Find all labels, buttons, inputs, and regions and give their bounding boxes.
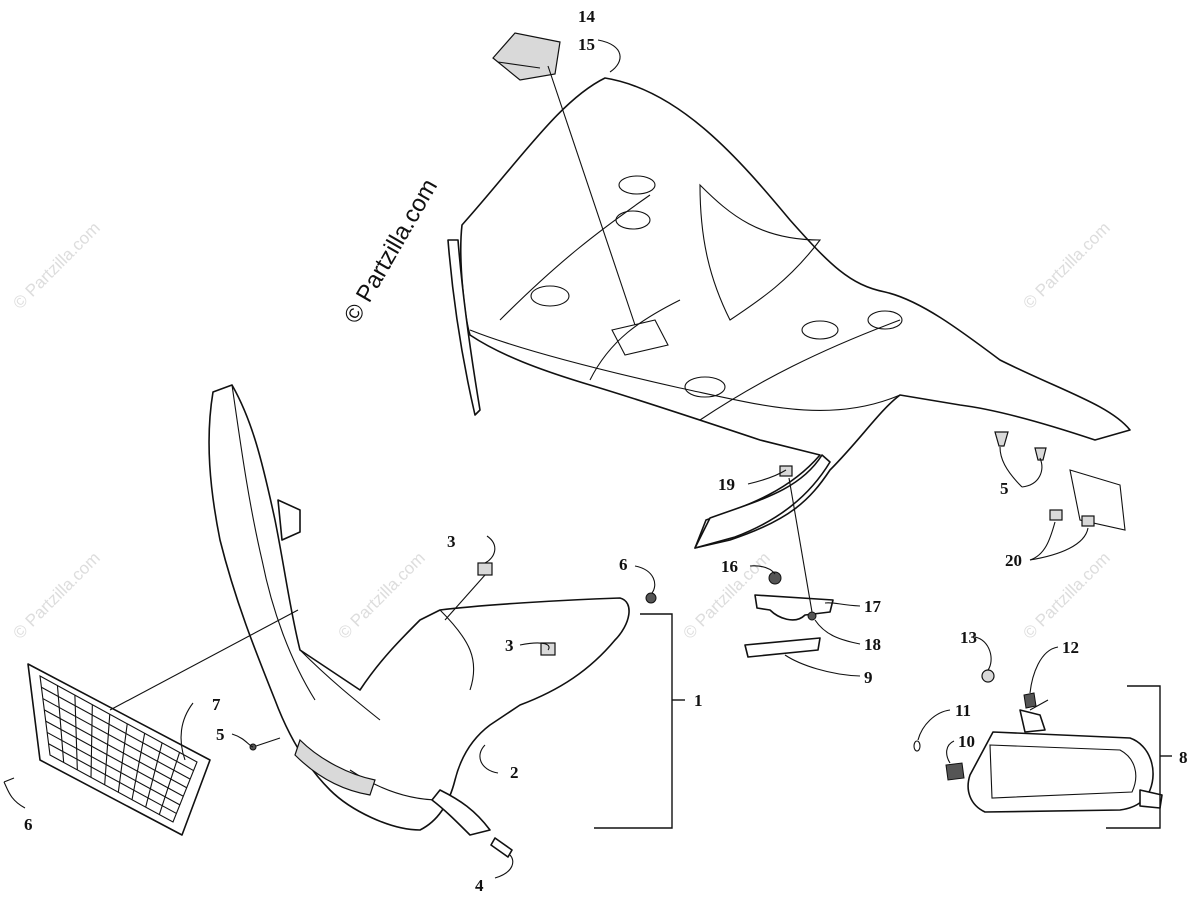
watermark-6: © Partzilla.com xyxy=(1019,218,1113,312)
callout-13[interactable]: 13 xyxy=(960,628,977,647)
callout-3-lower[interactable]: 3 xyxy=(505,636,514,655)
grille-mesh-line xyxy=(41,686,194,772)
clip-20-b[interactable] xyxy=(1081,515,1095,527)
grille-mesh-line xyxy=(131,733,146,800)
callout-11[interactable]: 11 xyxy=(955,701,971,720)
grille-mesh-line xyxy=(145,742,163,808)
callout-12[interactable]: 12 xyxy=(1062,638,1079,657)
screw-18[interactable] xyxy=(807,611,817,621)
nut-13[interactable] xyxy=(981,669,995,683)
callout-4[interactable]: 4 xyxy=(475,876,484,895)
grommet-10[interactable] xyxy=(945,762,965,781)
screw-6-upper[interactable] xyxy=(645,592,657,604)
callout-3-upper[interactable]: 3 xyxy=(447,532,456,551)
callout-14[interactable]: 14 xyxy=(578,7,596,26)
bulb-12[interactable] xyxy=(1023,692,1037,709)
nut-19[interactable] xyxy=(779,465,793,477)
clip-3-upper[interactable] xyxy=(477,562,493,576)
o-ring-11[interactable] xyxy=(913,740,921,752)
bolt-5-right-a[interactable] xyxy=(994,431,1009,447)
watermark-7: © Partzilla.com xyxy=(1019,548,1113,642)
callout-17[interactable]: 17 xyxy=(864,597,882,616)
watermark-1: © Partzilla.com xyxy=(9,218,103,312)
grille-mesh-line xyxy=(44,709,187,789)
front-grille[interactable] xyxy=(27,663,211,836)
leader-lines xyxy=(3,39,1089,879)
callout-5-right[interactable]: 5 xyxy=(1000,479,1009,498)
grille-mesh-line xyxy=(42,698,191,780)
grille-mesh-line xyxy=(48,743,177,814)
grille-mesh-line xyxy=(104,714,111,785)
callout-6-grille[interactable]: 6 xyxy=(24,815,33,834)
callout-20[interactable]: 20 xyxy=(1005,551,1022,570)
fasteners xyxy=(3,431,1095,858)
callout-19[interactable]: 19 xyxy=(718,475,735,494)
nut-16[interactable] xyxy=(768,571,782,585)
copyright-notice: © Partzilla.com xyxy=(339,174,443,328)
grille-mesh-line xyxy=(90,704,93,778)
headlight-assembly[interactable] xyxy=(967,709,1163,813)
clip-20-a[interactable] xyxy=(1049,509,1063,521)
grille-mesh-line xyxy=(56,685,65,763)
callout-16[interactable]: 16 xyxy=(721,557,738,576)
assembly-brackets xyxy=(594,613,1172,829)
front-fender-body[interactable] xyxy=(447,77,1131,549)
callout-1[interactable]: 1 xyxy=(694,691,703,710)
trim-strip[interactable] xyxy=(744,637,821,658)
bracket-assembly-1 xyxy=(594,613,673,829)
clip-3-lower[interactable] xyxy=(540,642,556,656)
callout-5-left[interactable]: 5 xyxy=(216,725,225,744)
mounting-bracket[interactable] xyxy=(754,594,834,621)
callout-9[interactable]: 9 xyxy=(864,668,873,687)
callout-2[interactable]: 2 xyxy=(510,763,519,782)
watermark-2: © Partzilla.com xyxy=(9,548,103,642)
grille-mesh-line xyxy=(46,731,181,806)
callout-8[interactable]: 8 xyxy=(1179,748,1188,767)
grille-mesh xyxy=(41,685,194,815)
front-bumper[interactable] xyxy=(208,384,630,836)
callout-6-upper[interactable]: 6 xyxy=(619,555,628,574)
callout-18[interactable]: 18 xyxy=(864,635,881,654)
callout-labels: 14 15 19 5 20 3 6 16 17 18 3 9 1 13 12 1… xyxy=(24,7,1188,895)
bracket-assembly-8 xyxy=(1106,685,1161,829)
grille-mesh-line xyxy=(117,723,128,793)
bolt-4[interactable] xyxy=(490,837,513,858)
callout-15[interactable]: 15 xyxy=(578,35,595,54)
bolt-5-left[interactable] xyxy=(252,737,281,748)
callout-10[interactable]: 10 xyxy=(958,732,975,751)
screw-6-grille[interactable] xyxy=(3,777,15,783)
bolt-5-right-b[interactable] xyxy=(1034,447,1047,461)
grille-mesh-line xyxy=(45,720,184,797)
grille-mesh-line xyxy=(158,752,181,815)
callout-7[interactable]: 7 xyxy=(212,695,221,714)
grille-mesh-line xyxy=(74,695,78,770)
emblem-badge[interactable] xyxy=(492,32,561,81)
